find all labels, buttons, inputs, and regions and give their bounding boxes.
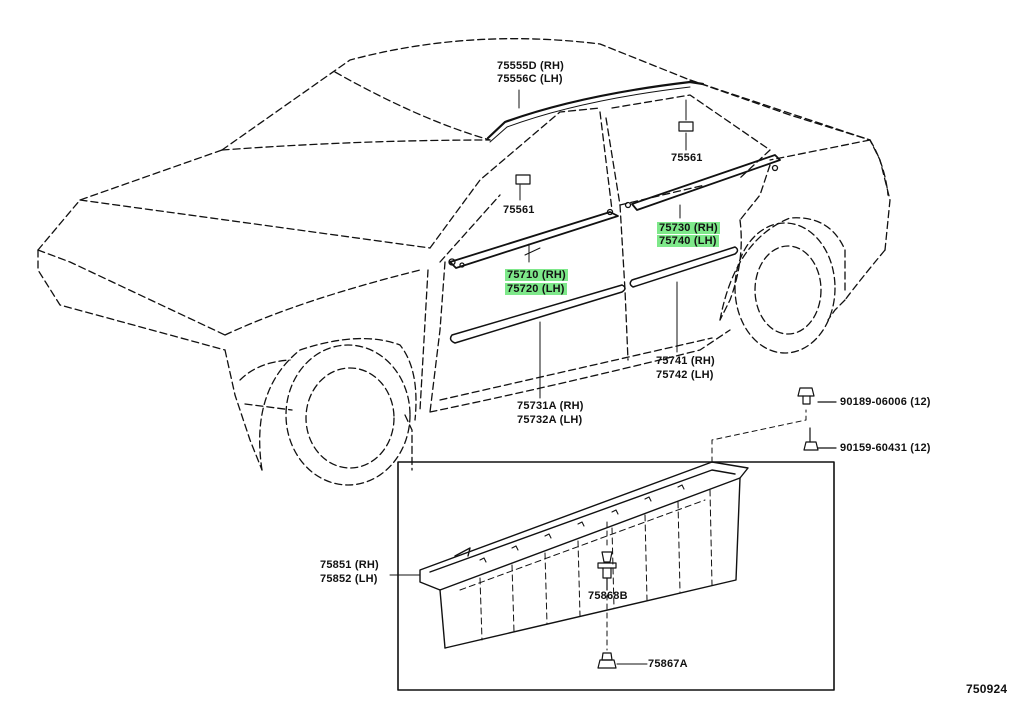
front-belt-molding — [449, 211, 619, 269]
detail-box — [397, 461, 835, 691]
figure-number: 750924 — [966, 682, 1008, 696]
rear-wheel — [719, 217, 846, 354]
front-side-molding-label-lh: 75732A (LH) — [517, 414, 583, 426]
clip-front-label: 75561 — [503, 204, 535, 216]
clip-75868b-icon — [597, 551, 617, 591]
car-body-outline — [37, 38, 891, 471]
rear-belt-molding — [631, 154, 781, 211]
clip-lower-label: 75867A — [648, 658, 688, 670]
roof-molding-label-lh: 75556C (LH) — [497, 73, 563, 85]
clip-nut-label: 90189-06006 (12) — [840, 396, 931, 408]
front-wheel — [259, 337, 417, 486]
clip-nut-icon — [797, 387, 837, 405]
rear-door-side-molding — [629, 246, 739, 288]
rear-belt-molding-label-lh: 75740 (LH) — [657, 235, 719, 247]
roof-drip-molding — [486, 80, 705, 140]
screw-icon — [803, 427, 837, 451]
rear-belt-molding-label-rh: 75730 (RH) — [657, 222, 720, 234]
rear-side-molding-label-lh: 75742 (LH) — [656, 369, 714, 381]
roof-molding-label-rh: 75555D (RH) — [497, 60, 565, 72]
clip-75867a-icon — [597, 652, 617, 669]
leader-lines — [518, 89, 687, 399]
screw-label: 90159-60431 (12) — [840, 442, 931, 454]
front-side-molding-label-rh: 75731A (RH) — [517, 400, 584, 412]
front-belt-molding-label-rh: 75710 (RH) — [505, 269, 568, 281]
clip-upper-label: 75868B — [588, 590, 628, 602]
rocker-molding-label-rh: 75851 (RH) — [320, 559, 379, 571]
clip-rear-label: 75561 — [671, 152, 703, 164]
front-belt-molding-label-lh: 75720 (LH) — [505, 283, 567, 295]
rocker-molding-label-lh: 75852 (LH) — [320, 573, 378, 585]
rocker-molding — [419, 461, 749, 649]
front-door-side-molding — [449, 284, 626, 344]
rear-side-molding-label-rh: 75741 (RH) — [656, 355, 715, 367]
